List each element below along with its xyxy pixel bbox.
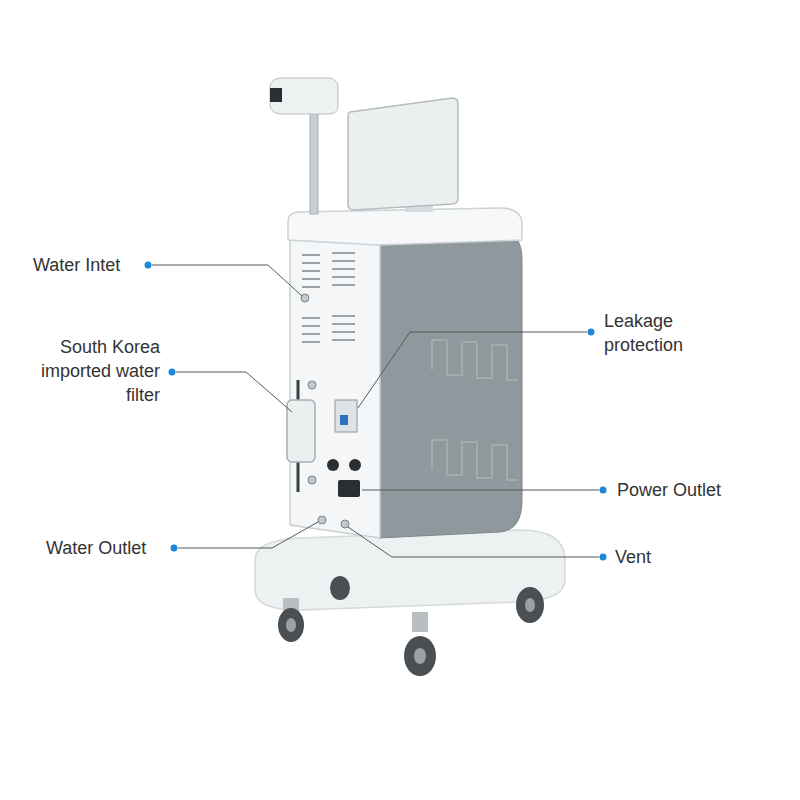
back-panel: [290, 236, 380, 538]
callout-label: Water Intet: [33, 253, 145, 277]
water-filter: [287, 400, 315, 462]
callout-label: Vent: [615, 545, 695, 569]
screen: [348, 98, 458, 210]
wheels: [278, 576, 544, 676]
top-cap: [288, 208, 522, 245]
callout-label: Leakage protection: [604, 309, 724, 357]
back-louvres: [302, 253, 355, 342]
callout-label: Water Outlet: [46, 536, 170, 560]
callout-label: South Korea imported water filter: [30, 335, 160, 407]
handpiece: [270, 78, 338, 114]
leader-dots: [145, 262, 607, 561]
side-vents: [432, 340, 518, 480]
pole: [310, 108, 318, 214]
power-socket: [338, 480, 360, 497]
leakage-switch: [335, 400, 357, 432]
side-panel: [378, 230, 522, 538]
leader-lines: [152, 265, 599, 557]
callout-label: Power Outlet: [617, 478, 757, 502]
